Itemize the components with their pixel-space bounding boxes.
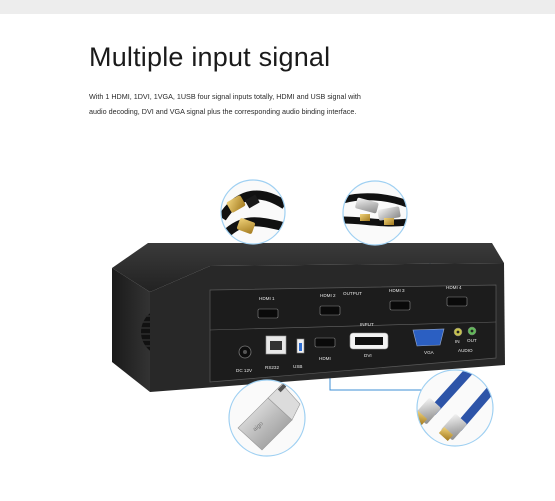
callout-dvi-cable [342,180,408,246]
vga-port [412,328,445,347]
description-line-2: audio decoding, DVI and VGA signal plus … [89,107,357,116]
callout-hdmi-cable [416,369,494,447]
description-line-1: With 1 HDMI, 1DVI, 1VGA, 1USB four signa… [89,92,361,101]
label-rs232: RS232 [265,365,279,370]
label-hdmi-1: HDMI 1 [259,296,275,301]
callout-vga-cable [220,179,286,245]
label-usb: USB [293,364,302,369]
feature-description: With 1 HDMI, 1DVI, 1VGA, 1USB four signa… [89,89,449,119]
label-vga: VGA [424,350,435,355]
label-audio: AUDIO [458,348,473,353]
output-hdmi-ports [257,296,468,319]
callout-usb-stick: aigo [228,379,306,457]
label-output: OUTPUT [343,291,362,296]
label-dc-12v: DC 12V [236,368,253,373]
label-input: INPUT [360,322,374,327]
label-hdmi-input: HDMI [319,356,331,361]
input-hdmi-port [314,337,336,348]
label-audio-out: OUT [467,338,477,343]
input-ports [238,326,477,359]
label-hdmi-4: HDMI 4 [446,285,462,290]
label-audio-in: IN [455,339,460,344]
label-dvi: DVI [364,353,372,358]
top-bar [0,0,555,14]
video-processor-device: HDMI 1 HDMI 2 OUTPUT HDMI 3 HDMI 4 INPUT… [112,243,505,392]
label-hdmi-3: HDMI 3 [389,288,405,293]
label-hdmi-2: HDMI 2 [320,293,336,298]
page-title: Multiple input signal [89,42,331,72]
